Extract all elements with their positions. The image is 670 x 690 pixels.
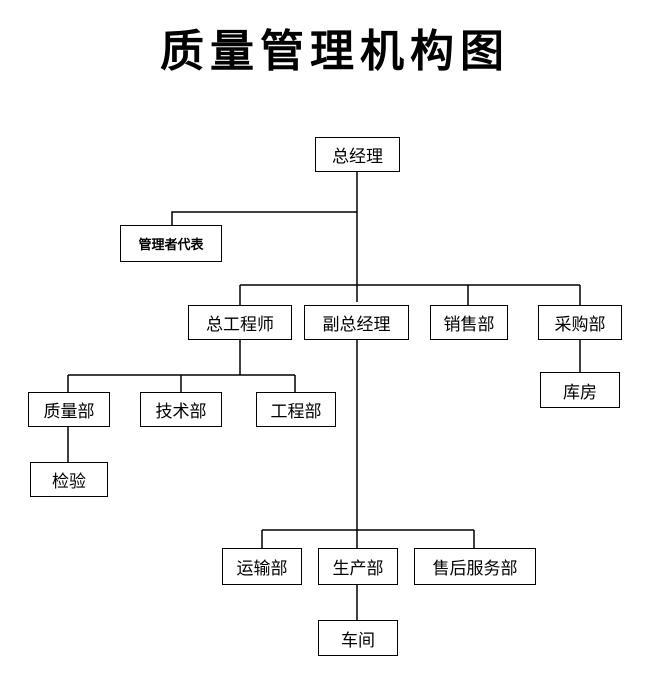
node-general-manager: 总经理: [315, 137, 400, 172]
node-engineering-dept: 工程部: [256, 392, 336, 427]
node-production-dept: 生产部: [318, 548, 398, 585]
node-workshop: 车间: [318, 620, 398, 656]
node-sales-dept: 销售部: [430, 305, 508, 340]
node-transport-dept: 运输部: [222, 548, 302, 585]
node-quality-dept: 质量部: [28, 392, 110, 427]
node-warehouse: 库房: [540, 372, 620, 408]
node-tech-dept: 技术部: [140, 392, 222, 427]
node-after-sales-dept: 售后服务部: [414, 548, 536, 585]
node-deputy-gm: 副总经理: [304, 305, 409, 340]
node-management-rep: 管理者代表: [120, 225, 222, 262]
node-chief-engineer: 总工程师: [188, 305, 292, 340]
node-purchasing-dept: 采购部: [538, 305, 622, 340]
node-inspection: 检验: [30, 462, 108, 497]
chart-title: 质量管理机构图: [160, 26, 510, 77]
